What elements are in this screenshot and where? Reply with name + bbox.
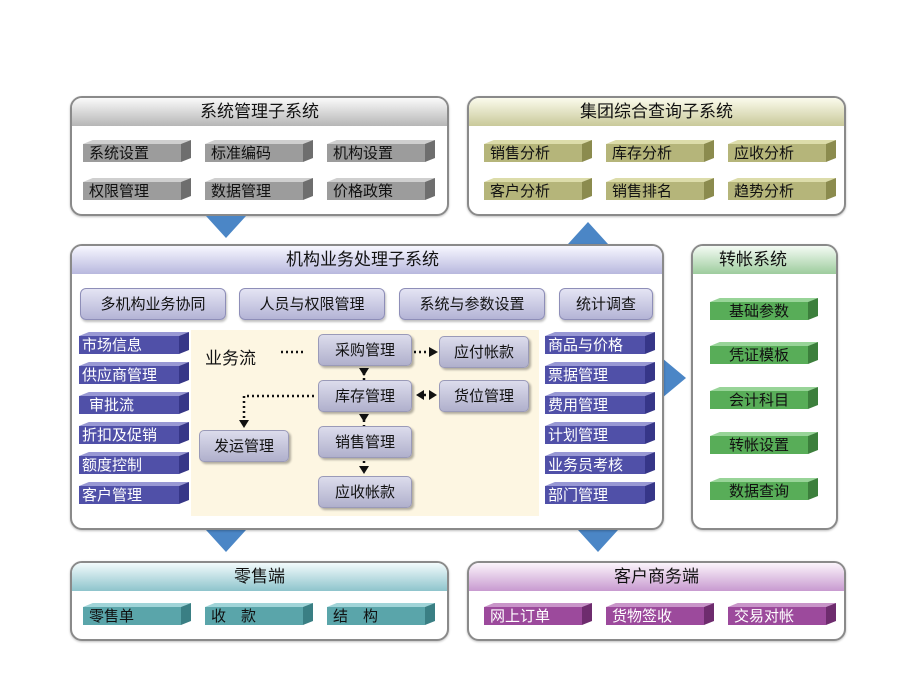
flow-label: 业务流 xyxy=(205,349,256,369)
right-item-salesman[interactable]: 业务员考核 xyxy=(545,452,655,474)
retail-item-structure[interactable]: 结 构 xyxy=(327,603,435,625)
flow-inventory[interactable]: 库存管理 xyxy=(318,380,412,412)
pill-statistics[interactable]: 统计调查 xyxy=(559,288,653,320)
flow-location[interactable]: 货位管理 xyxy=(439,380,529,412)
customer-item-reconcile[interactable]: 交易对帐 xyxy=(728,603,836,625)
transfer-item-accounts[interactable]: 会计科目 xyxy=(710,387,818,409)
query-item-ranking[interactable]: 销售排名 xyxy=(606,178,714,200)
transfer-item-settings[interactable]: 转帐设置 xyxy=(710,432,818,454)
query-item-inventory[interactable]: 库存分析 xyxy=(606,140,714,162)
group-query-title: 集团综合查询子系统 xyxy=(469,98,844,126)
retail-item-order[interactable]: 零售单 xyxy=(83,603,191,625)
sys-item-settings[interactable]: 系统设置 xyxy=(83,140,191,162)
org-business-panel: 机构业务处理子系统 多机构业务协同 人员与权限管理 系统与参数设置 统计调查 市… xyxy=(70,244,664,530)
left-item-discount[interactable]: 折扣及促销 xyxy=(79,422,189,444)
flow-receivable[interactable]: 应收帐款 xyxy=(318,476,412,508)
sys-item-permission[interactable]: 权限管理 xyxy=(83,178,191,200)
arrow-down-icon xyxy=(206,216,246,238)
left-item-approval[interactable]: 审批流 xyxy=(79,392,189,414)
sys-item-org[interactable]: 机构设置 xyxy=(327,140,435,162)
arrow-down-icon xyxy=(578,530,618,552)
business-flow-area: 业务流 采 xyxy=(191,330,539,516)
left-item-customer[interactable]: 客户管理 xyxy=(79,482,189,504)
system-mgmt-title: 系统管理子系统 xyxy=(72,98,447,126)
query-item-sales[interactable]: 销售分析 xyxy=(484,140,592,162)
right-item-goods-price[interactable]: 商品与价格 xyxy=(545,332,655,354)
pill-multi-org[interactable]: 多机构业务协同 xyxy=(80,288,226,320)
flow-sales[interactable]: 销售管理 xyxy=(318,426,412,458)
left-item-supplier[interactable]: 供应商管理 xyxy=(79,362,189,384)
system-mgmt-panel: 系统管理子系统 系统设置 标准编码 机构设置 权限管理 数据管理 价格政策 xyxy=(70,96,449,216)
customer-biz-title: 客户商务端 xyxy=(469,563,844,591)
right-item-bills[interactable]: 票据管理 xyxy=(545,362,655,384)
query-item-trend[interactable]: 趋势分析 xyxy=(728,178,836,200)
query-item-customer[interactable]: 客户分析 xyxy=(484,178,592,200)
pill-staff-permission[interactable]: 人员与权限管理 xyxy=(239,288,385,320)
transfer-item-params[interactable]: 基础参数 xyxy=(710,298,818,320)
arrow-up-icon xyxy=(568,222,608,244)
org-business-title: 机构业务处理子系统 xyxy=(72,246,662,274)
right-item-plan[interactable]: 计划管理 xyxy=(545,422,655,444)
right-item-expense[interactable]: 费用管理 xyxy=(545,392,655,414)
flow-payable[interactable]: 应付帐款 xyxy=(439,336,529,368)
customer-item-online-order[interactable]: 网上订单 xyxy=(484,603,592,625)
transfer-title: 转帐系统 xyxy=(693,246,836,274)
flow-shipping[interactable]: 发运管理 xyxy=(199,430,289,462)
group-query-panel: 集团综合查询子系统 销售分析 库存分析 应收分析 客户分析 销售排名 趋势分析 xyxy=(467,96,846,216)
arrow-right-icon xyxy=(662,358,686,398)
sys-item-data[interactable]: 数据管理 xyxy=(205,178,313,200)
sys-item-coding[interactable]: 标准编码 xyxy=(205,140,313,162)
retail-item-payment[interactable]: 收 款 xyxy=(205,603,313,625)
transfer-panel: 转帐系统 基础参数 凭证模板 会计科目 转帐设置 数据查询 xyxy=(691,244,838,530)
customer-biz-panel: 客户商务端 网上订单 货物签收 交易对帐 xyxy=(467,561,846,641)
flow-purchase[interactable]: 采购管理 xyxy=(318,334,412,366)
left-item-credit[interactable]: 额度控制 xyxy=(79,452,189,474)
retail-panel: 零售端 零售单 收 款 结 构 xyxy=(70,561,449,641)
left-item-market[interactable]: 市场信息 xyxy=(79,332,189,354)
transfer-item-template[interactable]: 凭证模板 xyxy=(710,342,818,364)
transfer-item-query[interactable]: 数据查询 xyxy=(710,478,818,500)
right-item-department[interactable]: 部门管理 xyxy=(545,482,655,504)
query-item-receivable[interactable]: 应收分析 xyxy=(728,140,836,162)
sys-item-price[interactable]: 价格政策 xyxy=(327,178,435,200)
retail-title: 零售端 xyxy=(72,563,447,591)
pill-system-params[interactable]: 系统与参数设置 xyxy=(399,288,545,320)
arrow-down-icon xyxy=(206,530,246,552)
customer-item-receipt[interactable]: 货物签收 xyxy=(606,603,714,625)
